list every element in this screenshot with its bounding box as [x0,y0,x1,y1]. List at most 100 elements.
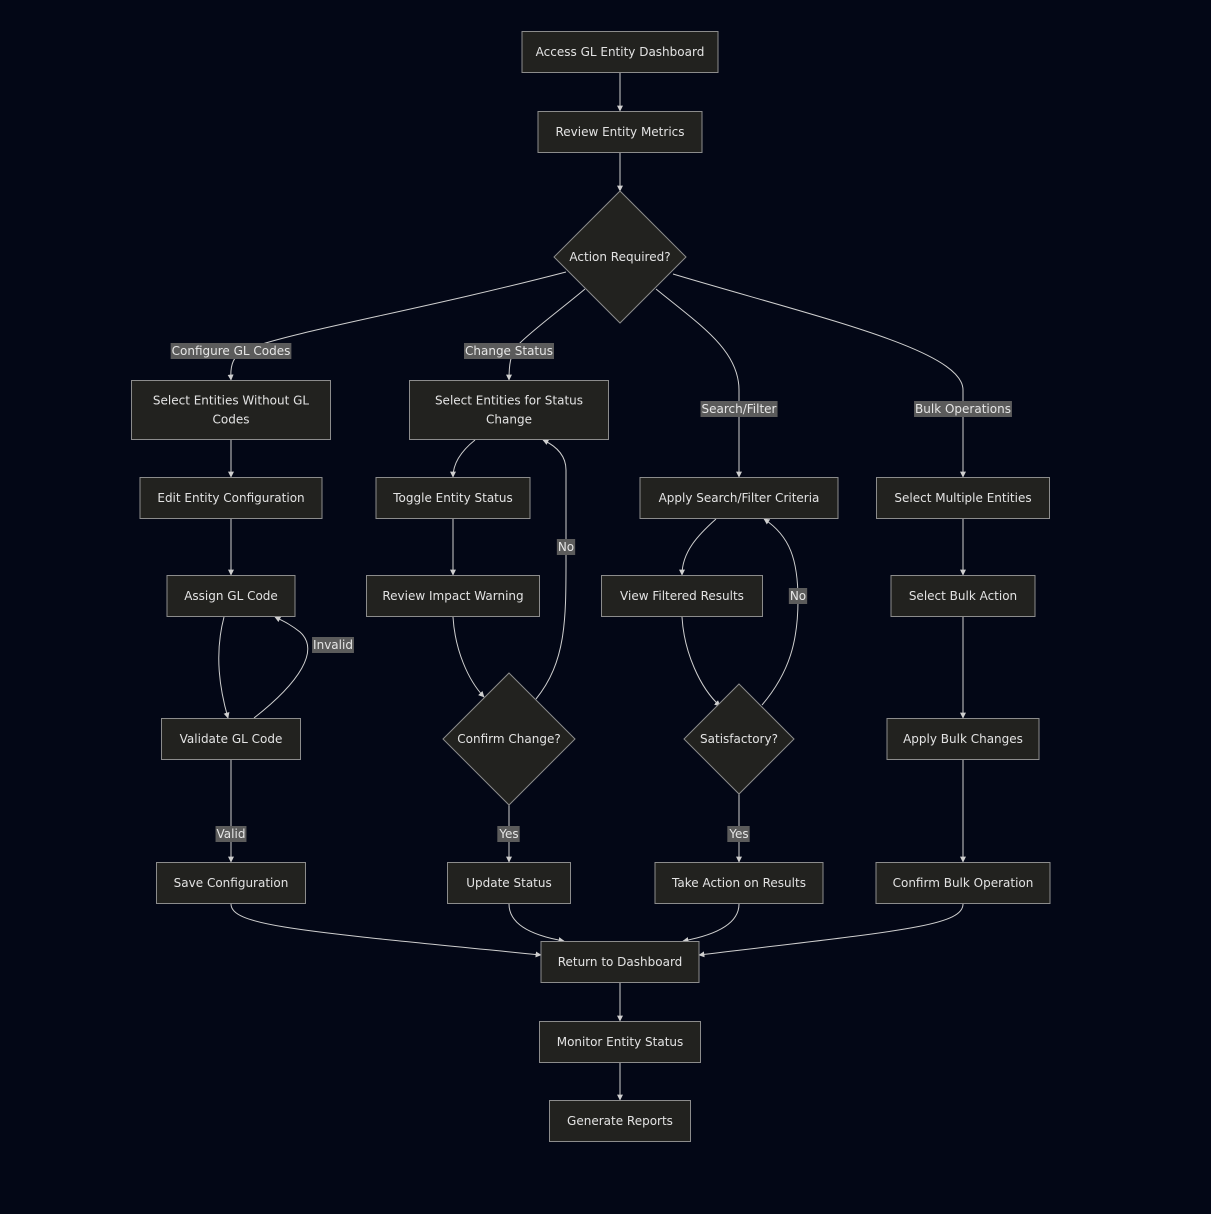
edge-assign-gl-to-validate-gl [218,616,230,719]
edge-label-text: Configure GL Codes [172,344,291,358]
node-label: Access GL Entity Dashboard [536,45,705,59]
edge-label-background [727,826,750,842]
node-action-required: Action Required? [553,190,687,324]
node-label: Validate GL Code [180,732,283,746]
process-box [601,575,763,617]
edge-label-text: Yes [498,827,518,841]
edge-labels-layer: Configure GL Codes Change StatusSearch/Fi… [170,343,1012,842]
node-label: Save Configuration [174,876,289,890]
edge-label-text: Search/Filter [702,402,777,416]
decision-diamond [442,672,576,806]
edge-validate-gl-to-assign-gl [253,616,309,719]
node-label: Take Action on Results [671,876,806,890]
node-toggle-status: Toggle Entity Status [375,477,531,519]
node-label: Update Status [466,876,552,890]
process-box [549,1100,691,1142]
node-label: Select Multiple Entities [894,491,1031,505]
edge-label-validate-gl-to-assign-gl: Invalid [312,637,354,653]
edge-label-confirm-change-to-update-status: Yes [497,826,520,842]
process-box [409,380,609,440]
node-satisfactory: Satisfactory? [683,683,795,795]
process-box [131,380,331,440]
edge-label-text: Invalid [313,638,353,652]
node-edit-config: Edit Entity Configuration [139,477,323,519]
node-validate-gl: Validate GL Code [161,718,301,760]
edge-label-background [464,343,554,359]
node-label: Monitor Entity Status [557,1035,684,1049]
node-return-dashboard: Return to Dashboard [540,941,700,983]
edge-save-config-to-return-dashboard [230,903,542,958]
node-assign-gl: Assign GL Code [166,575,296,617]
process-box [375,477,531,519]
process-box [890,575,1036,617]
edges-layer [218,73,966,1101]
edge-label-satisfactory-to-take-action: Yes [727,826,750,842]
node-review-impact: Review Impact Warning [366,575,540,617]
node-label: Return to Dashboard [558,955,683,969]
node-label-line: Select Entities for Status [435,394,583,408]
edge-confirm-bulk-to-return-dashboard [698,903,964,958]
node-label: Apply Search/Filter Criteria [659,491,820,505]
edge-label-satisfactory-to-apply-search: No [788,588,808,604]
node-view-filtered: View Filtered Results [601,575,763,617]
node-monitor-status: Monitor Entity Status [539,1021,701,1063]
edge-label-background [914,401,1012,417]
node-label: Action Required? [569,250,670,264]
node-select-no-gl: Select Entities Without GL Codes [131,380,331,440]
node-label: View Filtered Results [620,589,744,603]
node-confirm-bulk: Confirm Bulk Operation [875,862,1051,904]
process-box [654,862,824,904]
edge-label-text: No [790,589,806,603]
edge-label-background [170,343,292,359]
edge-action-required-to-apply-search [655,288,742,478]
decision-diamond [683,683,795,795]
edge-label-action-required-to-select-no-gl: Configure GL Codes [170,343,292,359]
edge-take-action-to-return-dashboard [682,903,740,943]
edge-label-background [556,539,576,555]
edge-label-background [215,826,247,842]
process-box [447,862,571,904]
process-box [521,31,719,73]
node-label: Edit Entity Configuration [157,491,304,505]
process-box [540,941,700,983]
node-label: Generate Reports [567,1114,673,1128]
edge-label-background [788,588,808,604]
decision-diamond [553,190,687,324]
node-label: Assign GL Code [184,589,278,603]
process-box [366,575,540,617]
edge-action-required-to-select-status [506,288,586,381]
edge-apply-search-to-view-filtered [679,518,717,576]
edge-label-text: Change Status [465,344,553,358]
edge-action-required-to-select-multiple [672,273,966,478]
node-select-multiple: Select Multiple Entities [876,477,1050,519]
node-label: Satisfactory? [700,732,778,746]
edge-label-confirm-change-to-select-status: No [556,539,576,555]
node-label: Review Impact Warning [382,589,523,603]
edge-label-validate-gl-to-save-config: Valid [215,826,247,842]
node-label: Select Entities Without GL Codes [153,394,310,427]
node-confirm-change: Confirm Change? [442,672,576,806]
node-apply-search: Apply Search/Filter Criteria [639,477,839,519]
edge-label-action-required-to-select-status: Change Status [464,343,554,359]
edge-label-background [700,401,778,417]
process-box [161,718,301,760]
process-box [875,862,1051,904]
node-label: Review Entity Metrics [555,125,684,139]
node-label: Toggle Entity Status [392,491,512,505]
node-label: Confirm Change? [457,732,560,746]
edge-confirm-change-to-select-status [535,439,567,700]
node-label: Confirm Bulk Operation [893,876,1034,890]
node-update-status: Update Status [447,862,571,904]
edge-select-status-to-toggle-status [450,439,476,478]
node-label-line: Change [486,413,532,427]
process-box [876,477,1050,519]
node-take-action: Take Action on Results [654,862,824,904]
node-label-line: Select Entities Without GL [153,394,310,408]
process-box [156,862,306,904]
edge-label-action-required-to-select-multiple: Bulk Operations [914,401,1012,417]
node-label-line: Codes [213,413,250,427]
edge-label-text: Valid [217,827,246,841]
